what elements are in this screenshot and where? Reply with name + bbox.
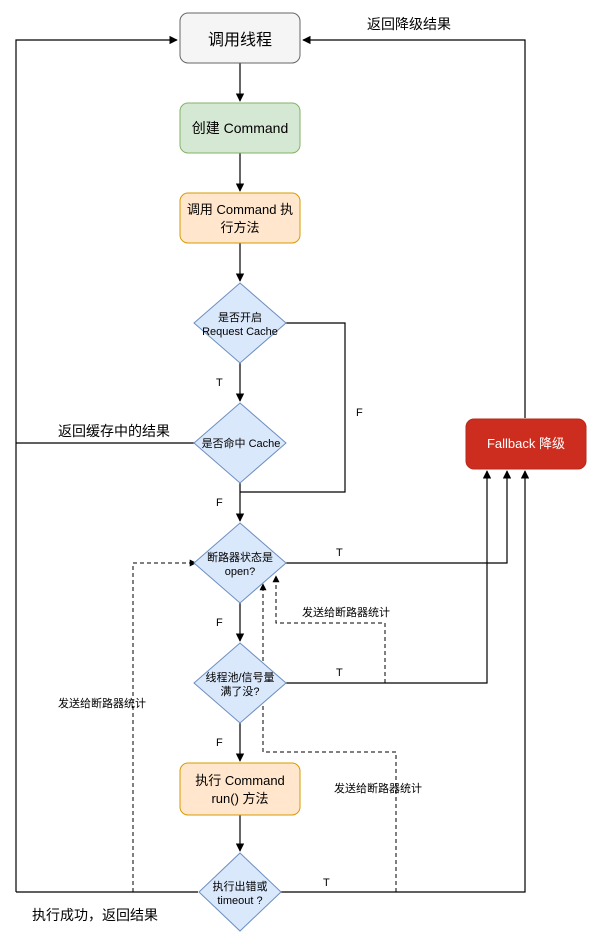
calling-thread-label: 调用线程 [208, 31, 272, 49]
t-error-label: T [323, 877, 330, 889]
f-pool-label: F [216, 737, 223, 749]
send-stats-label-2: 发送给断路器统计 [58, 696, 146, 710]
run-command-label-1: 执行 Command [195, 773, 285, 788]
node-request-cache: 是否开启 Request Cache [193, 282, 287, 364]
cache-hit-label: 是否命中 Cache [202, 436, 281, 450]
request-cache-label-2: Request Cache [202, 326, 278, 338]
node-pool-full: 线程池/信号量 满了没? [193, 642, 287, 724]
exec-error-label-2: timeout ? [217, 895, 262, 907]
exec-success-return-label: 执行成功，返回结果 [32, 907, 158, 923]
return-fallback-result-label: 返回降级结果 [367, 16, 451, 32]
node-invoke-command: 调用 Command 执 行方法 [179, 192, 301, 244]
t-pool-label: T [336, 667, 343, 679]
node-create-command: 创建 Command [179, 102, 301, 154]
invoke-command-label-1: 调用 Command 执 [187, 202, 293, 217]
edge-stats-from-error [259, 583, 397, 892]
exec-error-label-1: 执行出错或 [213, 879, 268, 893]
t-breaker-label: T [336, 547, 343, 559]
node-calling-thread: 调用线程 [179, 12, 301, 64]
node-fallback: Fallback 降级 [465, 418, 587, 470]
edge-stats-from-success [132, 559, 197, 892]
edge-error-true [281, 470, 530, 893]
node-exec-error: 执行出错或 timeout ? [198, 852, 282, 932]
run-command-label-2: run() 方法 [211, 791, 268, 806]
edge-breaker-true [286, 470, 512, 564]
node-cache-hit: 是否命中 Cache [193, 402, 287, 484]
invoke-command-label-2: 行方法 [220, 220, 259, 235]
pool-full-label-1: 线程池/信号量 [205, 670, 274, 684]
edge-left-return-rail [15, 35, 178, 892]
breaker-open-label-1: 断路器状态是 [207, 550, 273, 564]
breaker-open-label-2: open? [225, 566, 256, 578]
t-cache-label: T [216, 377, 223, 389]
edge-requestcache-false [240, 322, 346, 493]
fallback-label: Fallback 降级 [487, 436, 565, 451]
edge-stats-from-pool [272, 575, 386, 683]
send-stats-label-3: 发送给断路器统计 [334, 781, 422, 795]
node-run-command: 执行 Command run() 方法 [179, 762, 301, 816]
return-cached-result-label: 返回缓存中的结果 [58, 423, 170, 439]
f-request-cache-label: F [356, 407, 363, 419]
connectors [15, 35, 530, 893]
pool-full-label-2: 满了没? [220, 685, 259, 698]
f-breaker-label: F [216, 617, 223, 629]
edge-fallback-return [302, 35, 526, 418]
request-cache-label-1: 是否开启 [218, 311, 262, 324]
node-breaker-open: 断路器状态是 open? [193, 522, 287, 604]
create-command-label: 创建 Command [192, 120, 288, 136]
edge-pool-true [286, 470, 492, 684]
f-cache-label: F [216, 497, 223, 509]
send-stats-label-1: 发送给断路器统计 [302, 605, 390, 619]
